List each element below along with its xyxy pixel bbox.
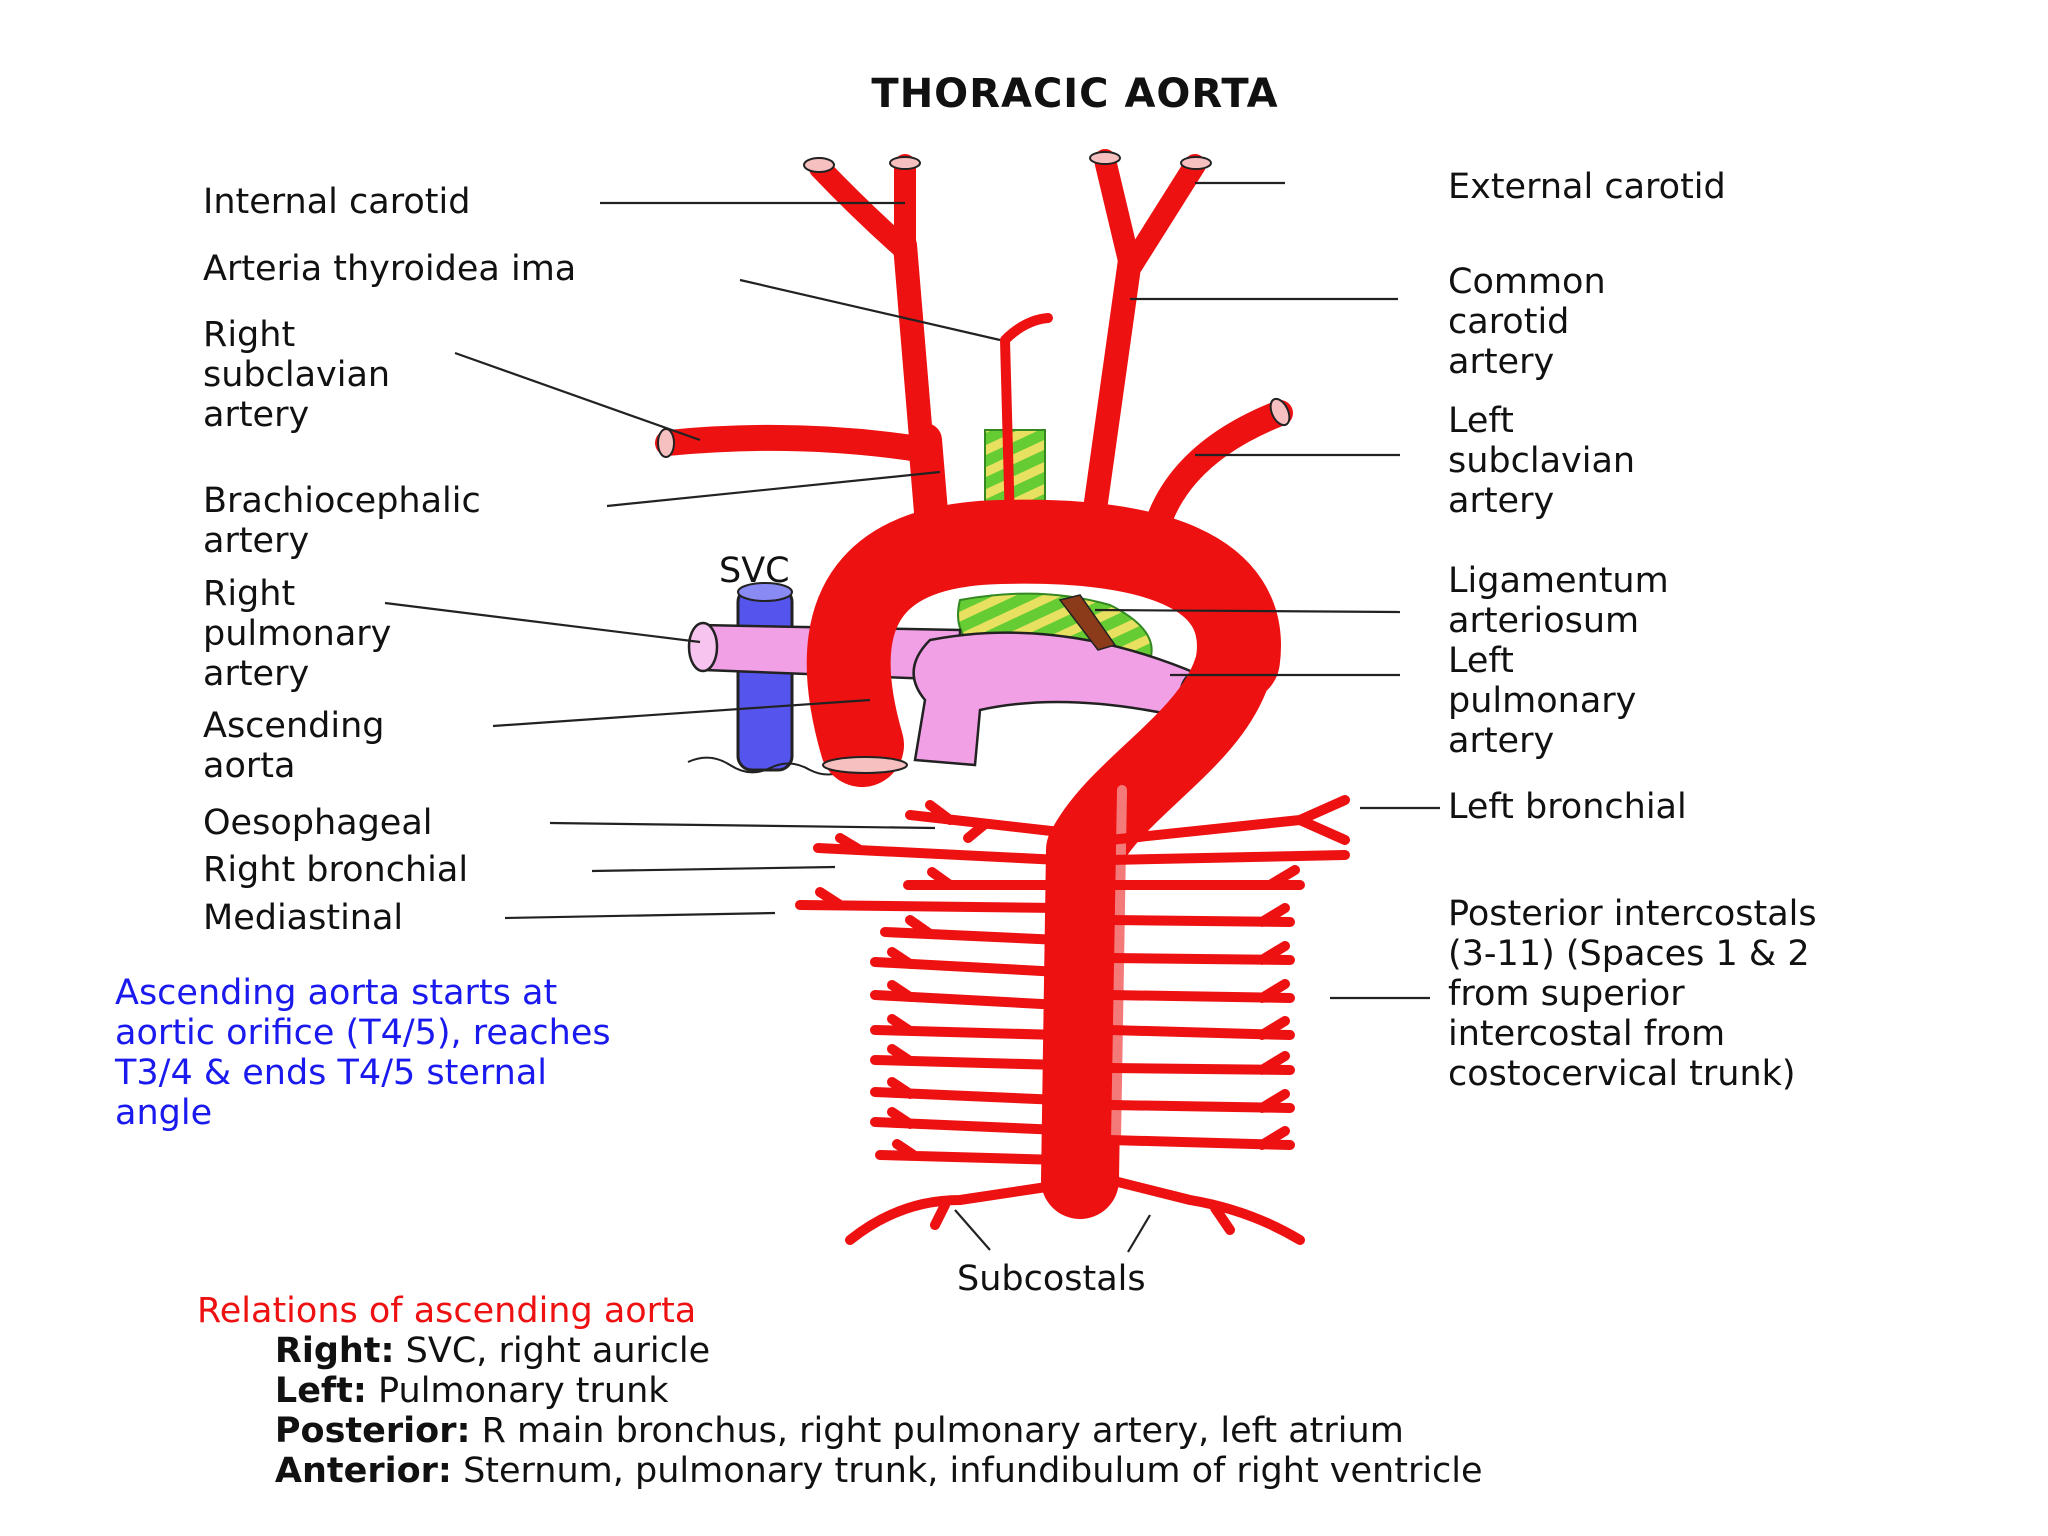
relation-right-key: Right:: [275, 1331, 395, 1371]
relation-anterior-value: Sternum, pulmonary trunk, infundibulum o…: [452, 1451, 1483, 1491]
relations-block: Relations of ascending aorta Right: SVC,…: [197, 1291, 1538, 1491]
relation-anterior-key: Anterior:: [275, 1451, 452, 1491]
relation-left: Left: Pulmonary trunk: [197, 1371, 724, 1411]
label-ligamentum-1: Ligamentum: [1448, 561, 1669, 601]
label-left-subclavian-2: subclavian: [1448, 441, 1635, 481]
note-line-1: Ascending aorta starts at: [115, 973, 557, 1013]
label-right-pulmonary-3: artery: [203, 654, 309, 694]
label-left-pulmonary-1: Left: [1448, 641, 1514, 681]
label-posterior-intercostals-5: costocervical trunk): [1448, 1054, 1796, 1094]
trachea-upper: [984, 429, 1046, 506]
label-internal-carotid: Internal carotid: [203, 182, 470, 222]
label-right-pulmonary-2: pulmonary: [203, 614, 391, 654]
diagram-title: THORACIC AORTA: [871, 71, 1278, 117]
label-right-subclavian-2: subclavian: [203, 355, 390, 395]
relation-right: Right: SVC, right auricle: [197, 1331, 766, 1371]
label-right-pulmonary-1: Right: [203, 574, 295, 614]
label-external-carotid: External carotid: [1448, 167, 1726, 207]
label-left-pulmonary-2: pulmonary: [1448, 681, 1636, 721]
relation-anterior: Anterior: Sternum, pulmonary trunk, infu…: [197, 1451, 1538, 1491]
note-line-3: T3/4 & ends T4/5 sternal: [114, 1053, 547, 1093]
ascending-aorta-note: Ascending aorta starts at aortic orifice…: [114, 973, 611, 1133]
right-labels: External carotid Common carotid artery L…: [957, 167, 1817, 1299]
relation-posterior: Posterior: R main bronchus, right pulmon…: [197, 1411, 1459, 1451]
label-arteria-thyroidea-ima: Arteria thyroidea ima: [203, 249, 576, 289]
label-posterior-intercostals-2: (3-11) (Spaces 1 & 2: [1448, 934, 1810, 974]
anatomy-illustration: [655, 149, 1350, 1245]
relation-left-value: Pulmonary trunk: [367, 1371, 669, 1411]
note-line-2: aortic orifice (T4/5), reaches: [115, 1013, 611, 1053]
relation-posterior-value: R main bronchus, right pulmonary artery,…: [470, 1411, 1403, 1451]
left-labels: Internal carotid Arteria thyroidea ima R…: [203, 182, 790, 938]
label-oesophageal: Oesophageal: [203, 803, 433, 843]
label-right-bronchial: Right bronchial: [203, 850, 468, 890]
ligamentum-arteriosum-shape: [1058, 594, 1117, 651]
label-left-subclavian-1: Left: [1448, 401, 1514, 441]
label-common-carotid-2: carotid: [1448, 302, 1569, 342]
pulmonary-trunk-shape: [912, 631, 1202, 767]
label-left-subclavian-3: artery: [1448, 481, 1554, 521]
label-posterior-intercostals-4: intercostal from: [1448, 1014, 1725, 1054]
label-right-subclavian-3: artery: [203, 395, 309, 435]
label-left-pulmonary-3: artery: [1448, 721, 1554, 761]
label-brachiocephalic-1: Brachiocephalic: [203, 481, 481, 521]
leader-lines: [384, 181, 1440, 1253]
svc-vessel: [736, 586, 794, 772]
label-left-bronchial: Left bronchial: [1448, 787, 1687, 827]
label-subcostals: Subcostals: [957, 1259, 1146, 1299]
label-mediastinal: Mediastinal: [203, 898, 403, 938]
left-side-branches: [795, 800, 1065, 1245]
label-brachiocephalic-2: artery: [203, 521, 309, 561]
label-posterior-intercostals-1: Posterior intercostals: [1448, 894, 1817, 934]
relations-heading: Relations of ascending aorta: [197, 1291, 696, 1331]
label-common-carotid-3: artery: [1448, 342, 1554, 382]
label-svc: SVC: [719, 551, 790, 591]
label-ascending-aorta-1: Ascending: [203, 706, 384, 746]
label-common-carotid-1: Common: [1448, 262, 1606, 302]
label-ascending-aorta-2: aorta: [203, 746, 295, 786]
label-ligamentum-2: arteriosum: [1448, 601, 1639, 641]
label-posterior-intercostals-3: from superior: [1448, 974, 1685, 1014]
relation-right-value: SVC, right auricle: [395, 1331, 711, 1371]
relation-left-key: Left:: [275, 1371, 367, 1411]
label-right-subclavian-1: Right: [203, 315, 295, 355]
relation-posterior-key: Posterior:: [275, 1411, 471, 1451]
note-line-4: angle: [115, 1093, 212, 1133]
right-side-branches: [1105, 795, 1350, 1245]
